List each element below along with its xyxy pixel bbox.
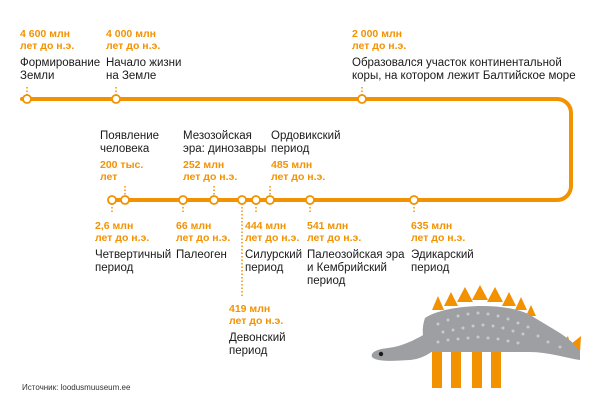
date-ediacaran: 635 млн лет до н.э. (411, 220, 466, 244)
desc-silurian: Силурский период (245, 249, 303, 274)
date-human: 200 тыс. лет (100, 159, 144, 183)
date-paleozoic: 541 млн лет до н.э. (307, 220, 362, 244)
desc-devonian: Девонский период (229, 332, 286, 357)
desc-life: Начало жизни на Земле (106, 57, 182, 82)
desc-quaternary: Четвертичный период (95, 249, 172, 274)
date-ordovician: 485 млн лет до н.э. (271, 159, 326, 183)
marker-earth (22, 94, 32, 104)
date-devonian: 419 млн лет до н.э. (229, 303, 284, 327)
marker-ordovician (265, 195, 275, 205)
date-paleogene: 66 млн лет до н.э. (176, 220, 231, 244)
marker-mesozoic (209, 195, 219, 205)
timeline-line (20, 97, 573, 202)
date-mesozoic: 252 млн лет до н.э. (183, 159, 238, 183)
desc-mesozoic: Мезозойская эра: динозавры (183, 130, 267, 155)
marker-human (120, 195, 130, 205)
date-life: 4 000 млн лет до н.э. (106, 28, 161, 52)
marker-baltic (357, 94, 367, 104)
marker-devonian (237, 195, 247, 205)
stegosaurus-illustration (371, 285, 581, 388)
marker-life (111, 94, 121, 104)
marker-quaternary (107, 195, 117, 205)
desc-earth: Формирование Земли (20, 57, 101, 82)
marker-paleozoic (305, 195, 315, 205)
date-quaternary: 2,6 млн лет до н.э. (95, 220, 150, 244)
desc-ordovician: Ордовикский период (271, 130, 341, 155)
desc-human: Появление человека (100, 130, 160, 155)
date-baltic: 2 000 млн лет до н.э. (352, 28, 407, 52)
marker-ediacaran (409, 195, 419, 205)
desc-ediacaran: Эдикарский период (411, 249, 474, 274)
desc-baltic: Образовался участок континентальной коры… (352, 57, 576, 82)
marker-silurian (251, 195, 261, 205)
date-earth: 4 600 млн лет до н.э. (20, 28, 75, 52)
marker-paleogene (178, 195, 188, 205)
source-note: Источник: loodusmuuseum.ee (22, 383, 131, 392)
desc-paleogene: Палеоген (176, 249, 227, 261)
desc-paleozoic: Палеозойская эра и Кембрийский период (307, 249, 405, 287)
date-silurian: 444 млн лет до н.э. (245, 220, 300, 244)
